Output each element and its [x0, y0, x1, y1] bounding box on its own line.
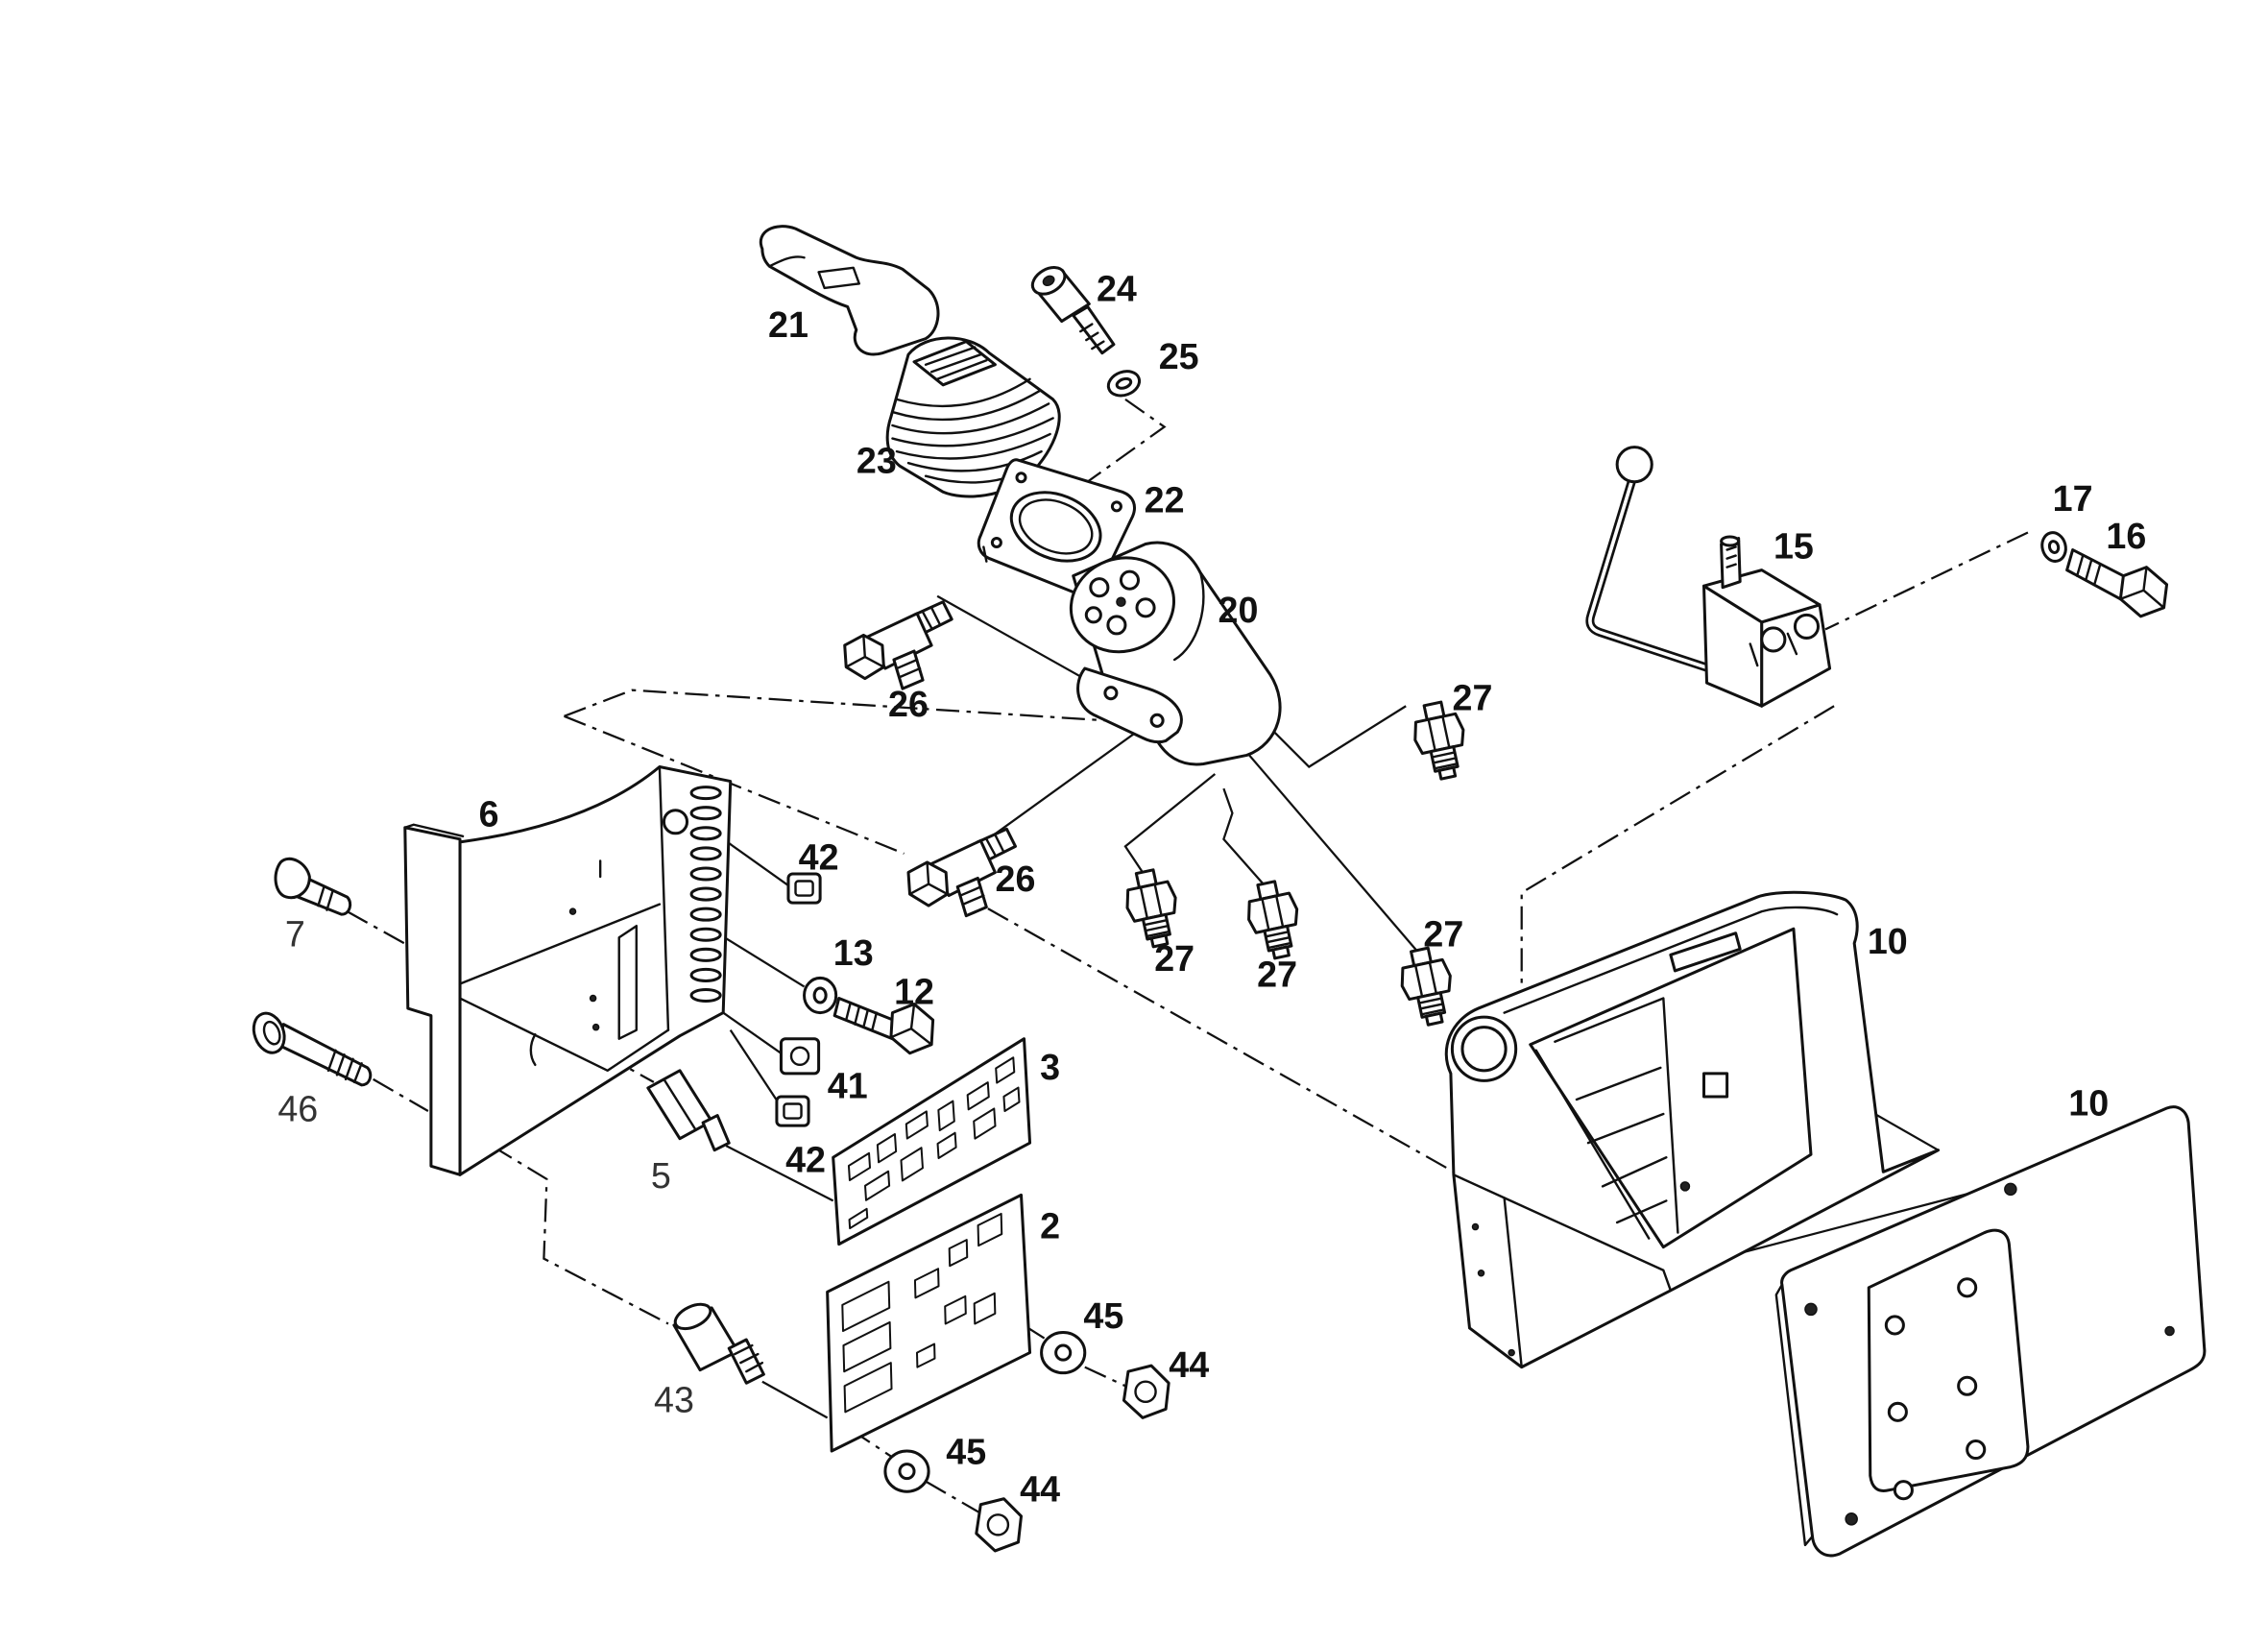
- callout-45-lower: 45: [946, 1432, 986, 1472]
- part-46-bolt: [252, 1011, 373, 1087]
- callout-41: 41: [828, 1065, 868, 1105]
- part-26-elbow-fitting-lower: [906, 827, 1017, 918]
- part-27-fitting-d: [1400, 946, 1452, 1027]
- part-44-hex-nut-upper: [1122, 1364, 1170, 1419]
- callout-27-left: 27: [1154, 938, 1194, 979]
- leader-spacer-5-to-board: [725, 1145, 834, 1202]
- part-42-square-nut-upper: [786, 872, 822, 905]
- part-12-hex-bolt: [832, 997, 935, 1055]
- part-7-bolt: [274, 857, 352, 916]
- callout-3: 3: [1040, 1047, 1060, 1087]
- leader-fitting-26-lower: [987, 729, 1140, 840]
- part-45-washer-upper: [1040, 1330, 1087, 1375]
- part-13-washer: [803, 976, 838, 1015]
- part-26-elbow-fitting-upper: [843, 600, 953, 690]
- leader-bracket-diagonal: [564, 714, 905, 855]
- callout-22: 22: [1145, 479, 1185, 520]
- callout-10-cover: 10: [2068, 1083, 2109, 1124]
- callout-27-top: 27: [1453, 678, 1493, 718]
- part-16-hex-bolt: [2065, 548, 2169, 618]
- leader-bolt-16-to-switch: [1824, 531, 2029, 631]
- callout-15: 15: [1773, 526, 1814, 567]
- part-41-square-nut: [779, 1037, 821, 1076]
- callout-42-upper: 42: [799, 836, 839, 877]
- part-27-fitting-a: [1413, 700, 1465, 781]
- callout-12: 12: [894, 972, 934, 1012]
- part-27-fitting-b: [1125, 868, 1177, 949]
- callout-43: 43: [654, 1379, 694, 1419]
- leader-fitting-26-upper: [936, 594, 1103, 690]
- callout-42-lower: 42: [785, 1139, 826, 1179]
- callout-17: 17: [2053, 478, 2093, 519]
- part-3-circuit-board: [832, 1037, 1032, 1246]
- callout-27-right: 27: [1423, 913, 1463, 954]
- part-21-joystick-grip: [759, 225, 940, 356]
- callout-44-lower: 44: [1020, 1469, 1060, 1510]
- part-42-square-nut-lower: [775, 1095, 810, 1127]
- callout-21: 21: [768, 304, 808, 345]
- callout-13: 13: [833, 932, 874, 973]
- part-23-rubber-boot: [885, 336, 1061, 498]
- part-5-standoff: [646, 1069, 731, 1152]
- callout-2: 2: [1040, 1206, 1060, 1246]
- part-44-hex-nut-lower: [975, 1497, 1024, 1553]
- part-43-threaded-spacer: [672, 1302, 765, 1385]
- callout-46: 46: [277, 1089, 318, 1129]
- leader-bolt-46: [373, 1077, 429, 1113]
- callout-25: 25: [1159, 336, 1199, 376]
- leader-fitting-27-d: [1245, 751, 1422, 956]
- leader-washer-25-to-gasket: [1073, 398, 1167, 494]
- part-6-mounting-bracket: [403, 764, 733, 1176]
- leader-nut-42-lower: [729, 1029, 780, 1103]
- leader-to-housing: [987, 907, 1455, 1173]
- callout-16: 16: [2106, 516, 2146, 556]
- callout-26-upper: 26: [888, 684, 929, 724]
- leader-fitting-27-c: [1222, 787, 1268, 889]
- callout-44-upper: 44: [1169, 1344, 1209, 1385]
- part-20-joystick-valve-body: [1069, 541, 1282, 766]
- part-10-cover-plate: [1774, 1105, 2207, 1558]
- part-25-washer: [1106, 370, 1142, 398]
- leader-fitting-27-a: [1271, 705, 1407, 768]
- callout-26-lower: 26: [996, 859, 1036, 899]
- part-24-cap-screw: [1030, 266, 1116, 355]
- leader-nut-42-upper: [722, 837, 789, 886]
- callout-5: 5: [651, 1155, 671, 1196]
- callout-24: 24: [1097, 268, 1137, 308]
- part-17-washer: [2040, 531, 2067, 563]
- leader-fitting-27-b: [1123, 773, 1217, 878]
- leader-spacer-43-to-board: [761, 1380, 829, 1419]
- callout-45-upper: 45: [1083, 1295, 1123, 1336]
- callout-23: 23: [857, 441, 897, 481]
- leader-washer-to-nut-44-lower: [925, 1480, 981, 1514]
- callout-labels: 21 24 25 23 22 20 26 27 17 16 15 6 42 7 …: [277, 268, 2146, 1509]
- part-10-housing: [1444, 890, 1941, 1369]
- bracket-wire-comb: [689, 786, 722, 1004]
- part-27-fitting-c: [1247, 880, 1299, 960]
- callout-7: 7: [285, 913, 305, 954]
- leader-washer-to-nut-44-upper: [1084, 1366, 1126, 1388]
- leader-bracket-top: [564, 689, 1107, 722]
- leader-bracket-to-spacer-43: [491, 1145, 669, 1325]
- part-2-circuit-board: [826, 1193, 1032, 1453]
- part-22-gasket-plate: [977, 458, 1136, 600]
- callout-10-housing: 10: [1868, 921, 1908, 961]
- callout-6: 6: [479, 793, 499, 834]
- callout-27-middle: 27: [1257, 954, 1297, 994]
- part-45-washer-lower: [883, 1449, 930, 1493]
- callout-20: 20: [1218, 590, 1259, 630]
- leader-nut-41: [722, 1011, 783, 1054]
- part-15-lever-switch: [1585, 446, 1832, 708]
